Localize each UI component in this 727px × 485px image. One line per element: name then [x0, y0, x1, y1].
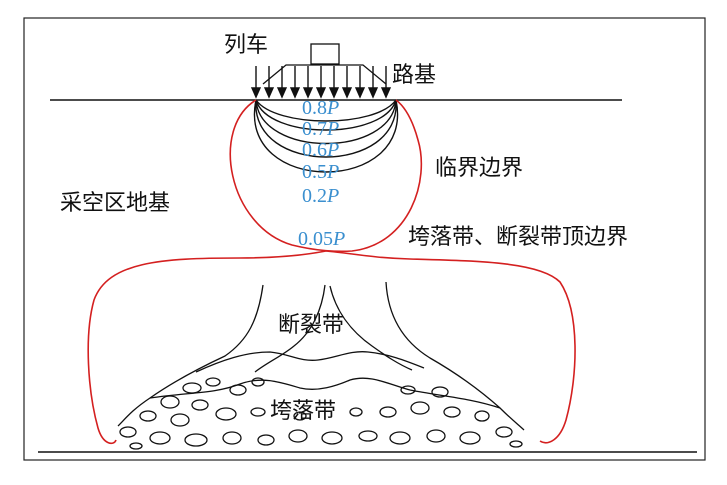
rock	[257, 434, 275, 446]
rock	[184, 433, 208, 447]
contour-coef: 0.2	[302, 185, 327, 207]
contour-label-0-8p: 0.8P	[302, 97, 339, 119]
rock	[222, 431, 242, 445]
contour-coef: 0.6	[302, 139, 327, 161]
load-arrow	[354, 66, 366, 99]
contour-coef: 0.8	[302, 97, 327, 119]
rock	[250, 407, 266, 417]
train-cab	[310, 43, 340, 65]
rock	[191, 399, 209, 411]
load-arrow	[315, 66, 327, 99]
isoline-0-2p	[253, 99, 399, 173]
rock	[509, 440, 523, 448]
fracture-crack-right	[329, 285, 413, 371]
contour-coef: 0.5	[302, 161, 327, 183]
contour-unit: P	[326, 139, 339, 161]
fracture-zone-label: 断裂带	[278, 313, 344, 338]
goaf-foundation-label: 采空区地基	[60, 191, 170, 216]
contour-coef: 0.05	[298, 228, 333, 250]
zone-top-boundary-label: 垮落带、断裂带顶边界	[408, 225, 628, 250]
rock	[119, 426, 137, 438]
fracture-outline-right	[385, 281, 525, 431]
rock	[379, 406, 397, 418]
contour-coef: 0.7	[302, 118, 327, 140]
caving-zone-label: 垮落带	[270, 399, 336, 424]
rock	[495, 426, 513, 438]
rock	[426, 429, 446, 443]
rock	[474, 410, 490, 422]
load-arrow	[289, 66, 301, 99]
contour-label-0-7p: 0.7P	[302, 118, 339, 140]
rock	[321, 431, 343, 445]
diagram-frame	[23, 17, 706, 461]
load-arrow	[250, 66, 262, 99]
rock	[288, 429, 308, 443]
load-arrow	[276, 66, 288, 99]
load-arrow	[380, 66, 392, 99]
fracture-outline-left	[117, 284, 264, 427]
load-arrow	[263, 66, 275, 99]
load-arrow	[367, 66, 379, 99]
contour-unit: P	[326, 161, 339, 183]
rock	[349, 407, 363, 417]
rock	[205, 377, 221, 387]
stress-isolines	[253, 99, 399, 173]
rock	[400, 385, 416, 395]
rock	[129, 442, 143, 450]
isoline-0-7p	[255, 99, 397, 131]
isoline-0-6p	[255, 99, 397, 145]
rock	[358, 430, 378, 442]
fracture-zone-lines	[117, 281, 525, 431]
rock	[389, 431, 411, 445]
rock	[293, 411, 307, 421]
rock	[170, 413, 190, 427]
isoline-0-5p	[255, 99, 397, 158]
stress-contour-labels: 0.8P 0.7P 0.6P 0.5P 0.2P 0.05P	[298, 97, 345, 250]
contour-label-0-2p: 0.2P	[302, 185, 339, 207]
train-icon	[262, 43, 387, 85]
rock	[139, 410, 157, 422]
caving-rock-fragments	[119, 377, 523, 450]
rock	[459, 431, 481, 445]
contour-label-0-5p: 0.5P	[302, 161, 339, 183]
rock	[182, 382, 202, 394]
contour-unit: P	[326, 185, 339, 207]
rock	[149, 431, 171, 445]
load-arrow	[302, 66, 314, 99]
load-arrows	[250, 66, 392, 99]
rock	[443, 406, 461, 418]
zone-top-boundary-curve	[87, 250, 576, 445]
rock	[215, 407, 237, 421]
contour-label-0-6p: 0.6P	[302, 139, 339, 161]
rock	[410, 401, 430, 415]
contour-label-0-05p: 0.05P	[298, 228, 345, 250]
train-label: 列车	[224, 33, 268, 58]
load-arrow	[328, 66, 340, 99]
subgrade-label: 路基	[392, 63, 436, 88]
caving-upper-edge	[149, 377, 501, 409]
fracture-crack-left	[254, 284, 326, 373]
rock	[431, 386, 449, 398]
train-body	[262, 64, 387, 85]
rock	[160, 395, 180, 409]
critical-boundary-curve	[229, 99, 423, 253]
rock	[251, 377, 265, 387]
fracture-cross	[195, 351, 425, 373]
contour-unit: P	[326, 97, 339, 119]
isoline-0-8p	[255, 99, 397, 122]
rock	[229, 384, 247, 396]
load-arrow	[341, 66, 353, 99]
contour-unit: P	[326, 118, 339, 140]
contour-unit: P	[332, 228, 345, 250]
critical-boundary-label: 临界边界	[435, 156, 523, 181]
